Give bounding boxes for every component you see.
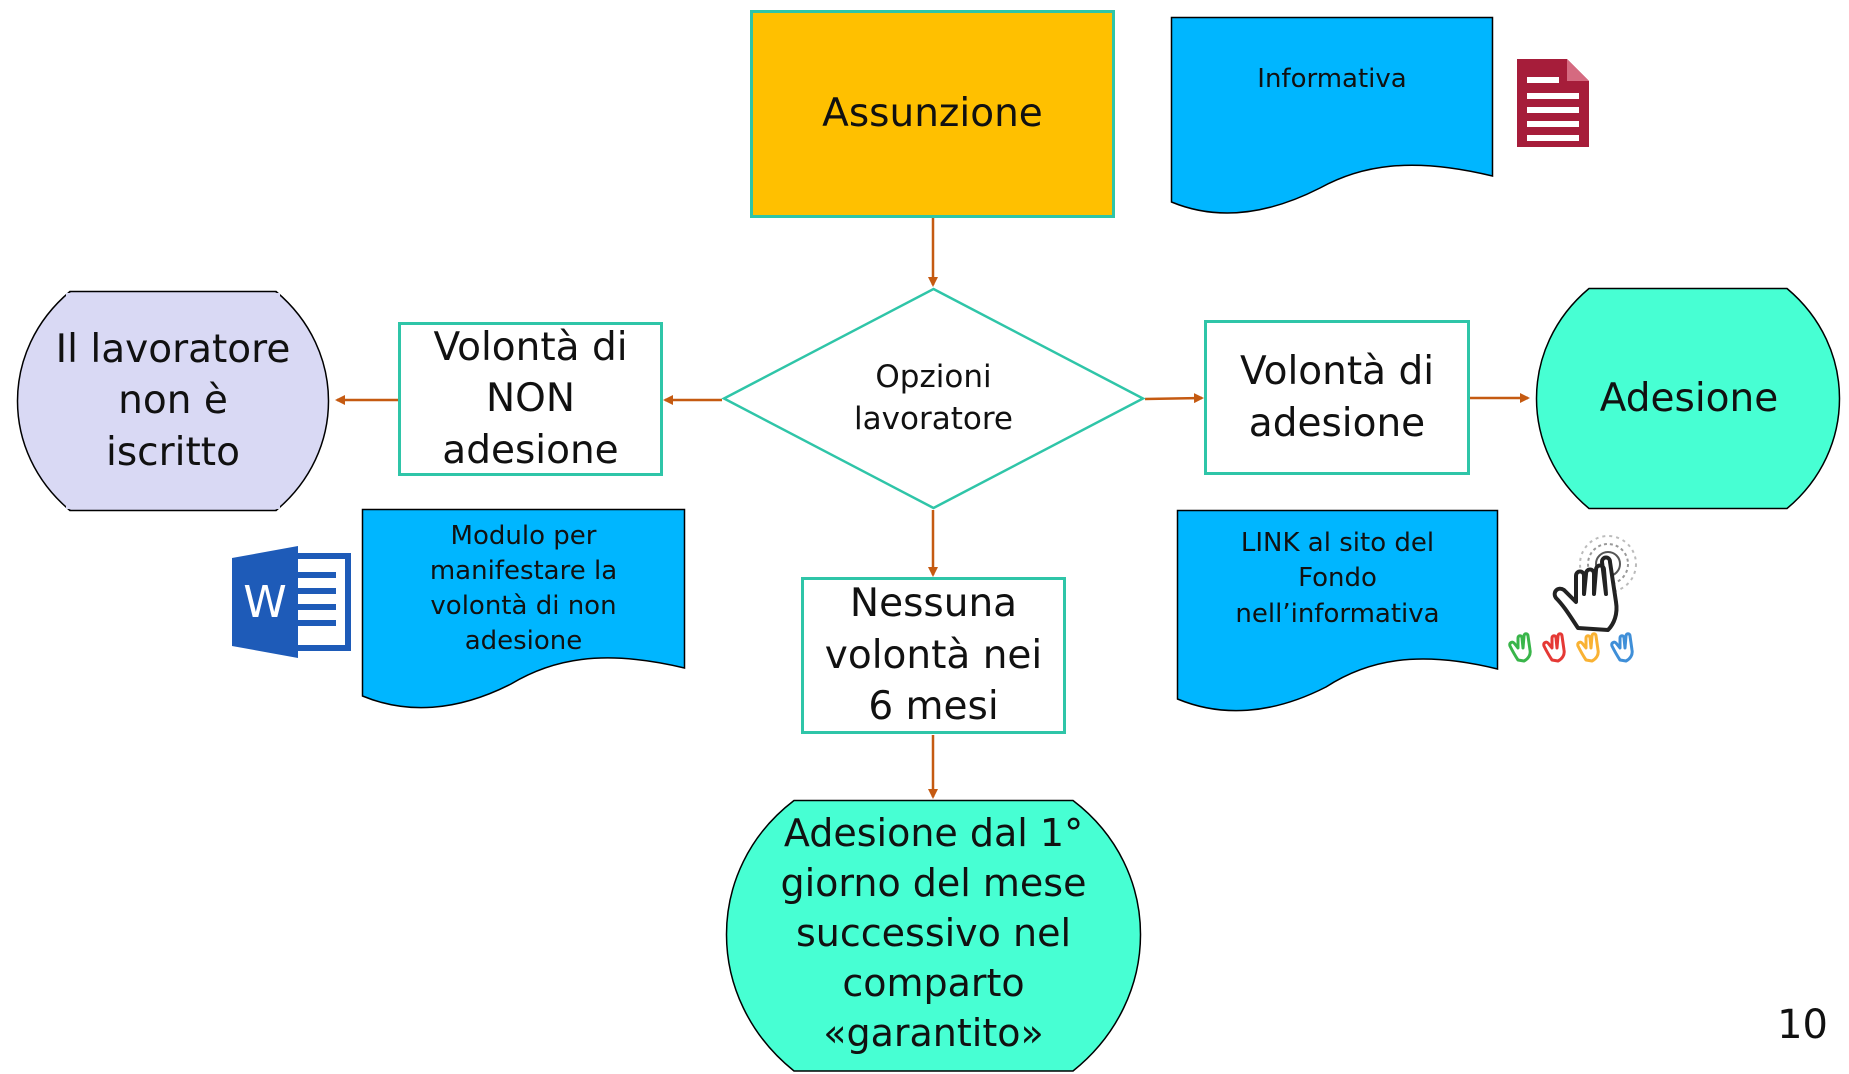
- non-iscritto-shape: [16, 290, 330, 512]
- nessuna-volonta-box: Nessuna volontà nei 6 mesi: [801, 577, 1066, 734]
- modulo-label: Modulo per manifestare la volontà di non…: [429, 520, 618, 657]
- arrow-opzioni-to-adesione-volonta: [1144, 393, 1204, 404]
- informativa-label: Informativa: [1257, 64, 1407, 95]
- informativa-document: Informativa: [1170, 16, 1494, 214]
- adesione-garantito-label: Adesione dal 1° giorno del mese successi…: [780, 810, 1087, 1056]
- opzioni-diamond-shape: [721, 287, 1146, 510]
- modulo-document-shape: [361, 508, 686, 709]
- opzioni-label: Opzioni lavoratore: [854, 358, 1013, 437]
- opzioni-lavoratore-decision: Opzioni lavoratore: [721, 287, 1146, 510]
- adesione-volonta-box: Volontà di adesione: [1204, 320, 1470, 475]
- adesione-volonta-label: Volontà di adesione: [1239, 349, 1435, 446]
- non-adesione-volonta-label: Volontà di NON adesione: [433, 324, 628, 473]
- assunzione-label: Assunzione: [822, 91, 1043, 137]
- adesione-label: Adesione: [1599, 375, 1779, 421]
- word-icon: W: [232, 546, 352, 658]
- document-icon: [1515, 57, 1591, 149]
- link-document: LINK al sito del Fondo nell’informativa: [1176, 509, 1499, 712]
- modulo-document: Modulo per manifestare la volontà di non…: [361, 508, 686, 709]
- adesione-garantito-terminal: Adesione dal 1° giorno del mese successi…: [714, 799, 1153, 1072]
- informativa-document-shape: [1170, 16, 1494, 214]
- link-label: LINK al sito del Fondo nell’informativa: [1235, 528, 1440, 629]
- word-icon-letter: W: [243, 576, 287, 628]
- non-adesione-volonta-box: Volontà di NON adesione: [398, 322, 663, 476]
- assunzione-box: Assunzione: [750, 10, 1115, 218]
- non-iscritto-terminal: Il lavoratore non è iscritto: [10, 290, 336, 512]
- page-number: 10: [1777, 1002, 1828, 1048]
- nessuna-volonta-label: Nessuna volontà nei 6 mesi: [824, 581, 1043, 730]
- non-iscritto-label: Il lavoratore non è iscritto: [55, 326, 291, 475]
- adesione-terminal: Adesione: [1529, 287, 1849, 510]
- touch-hand-icon: [1508, 528, 1658, 668]
- link-document-shape: [1176, 509, 1499, 712]
- adesione-shape: [1535, 287, 1841, 510]
